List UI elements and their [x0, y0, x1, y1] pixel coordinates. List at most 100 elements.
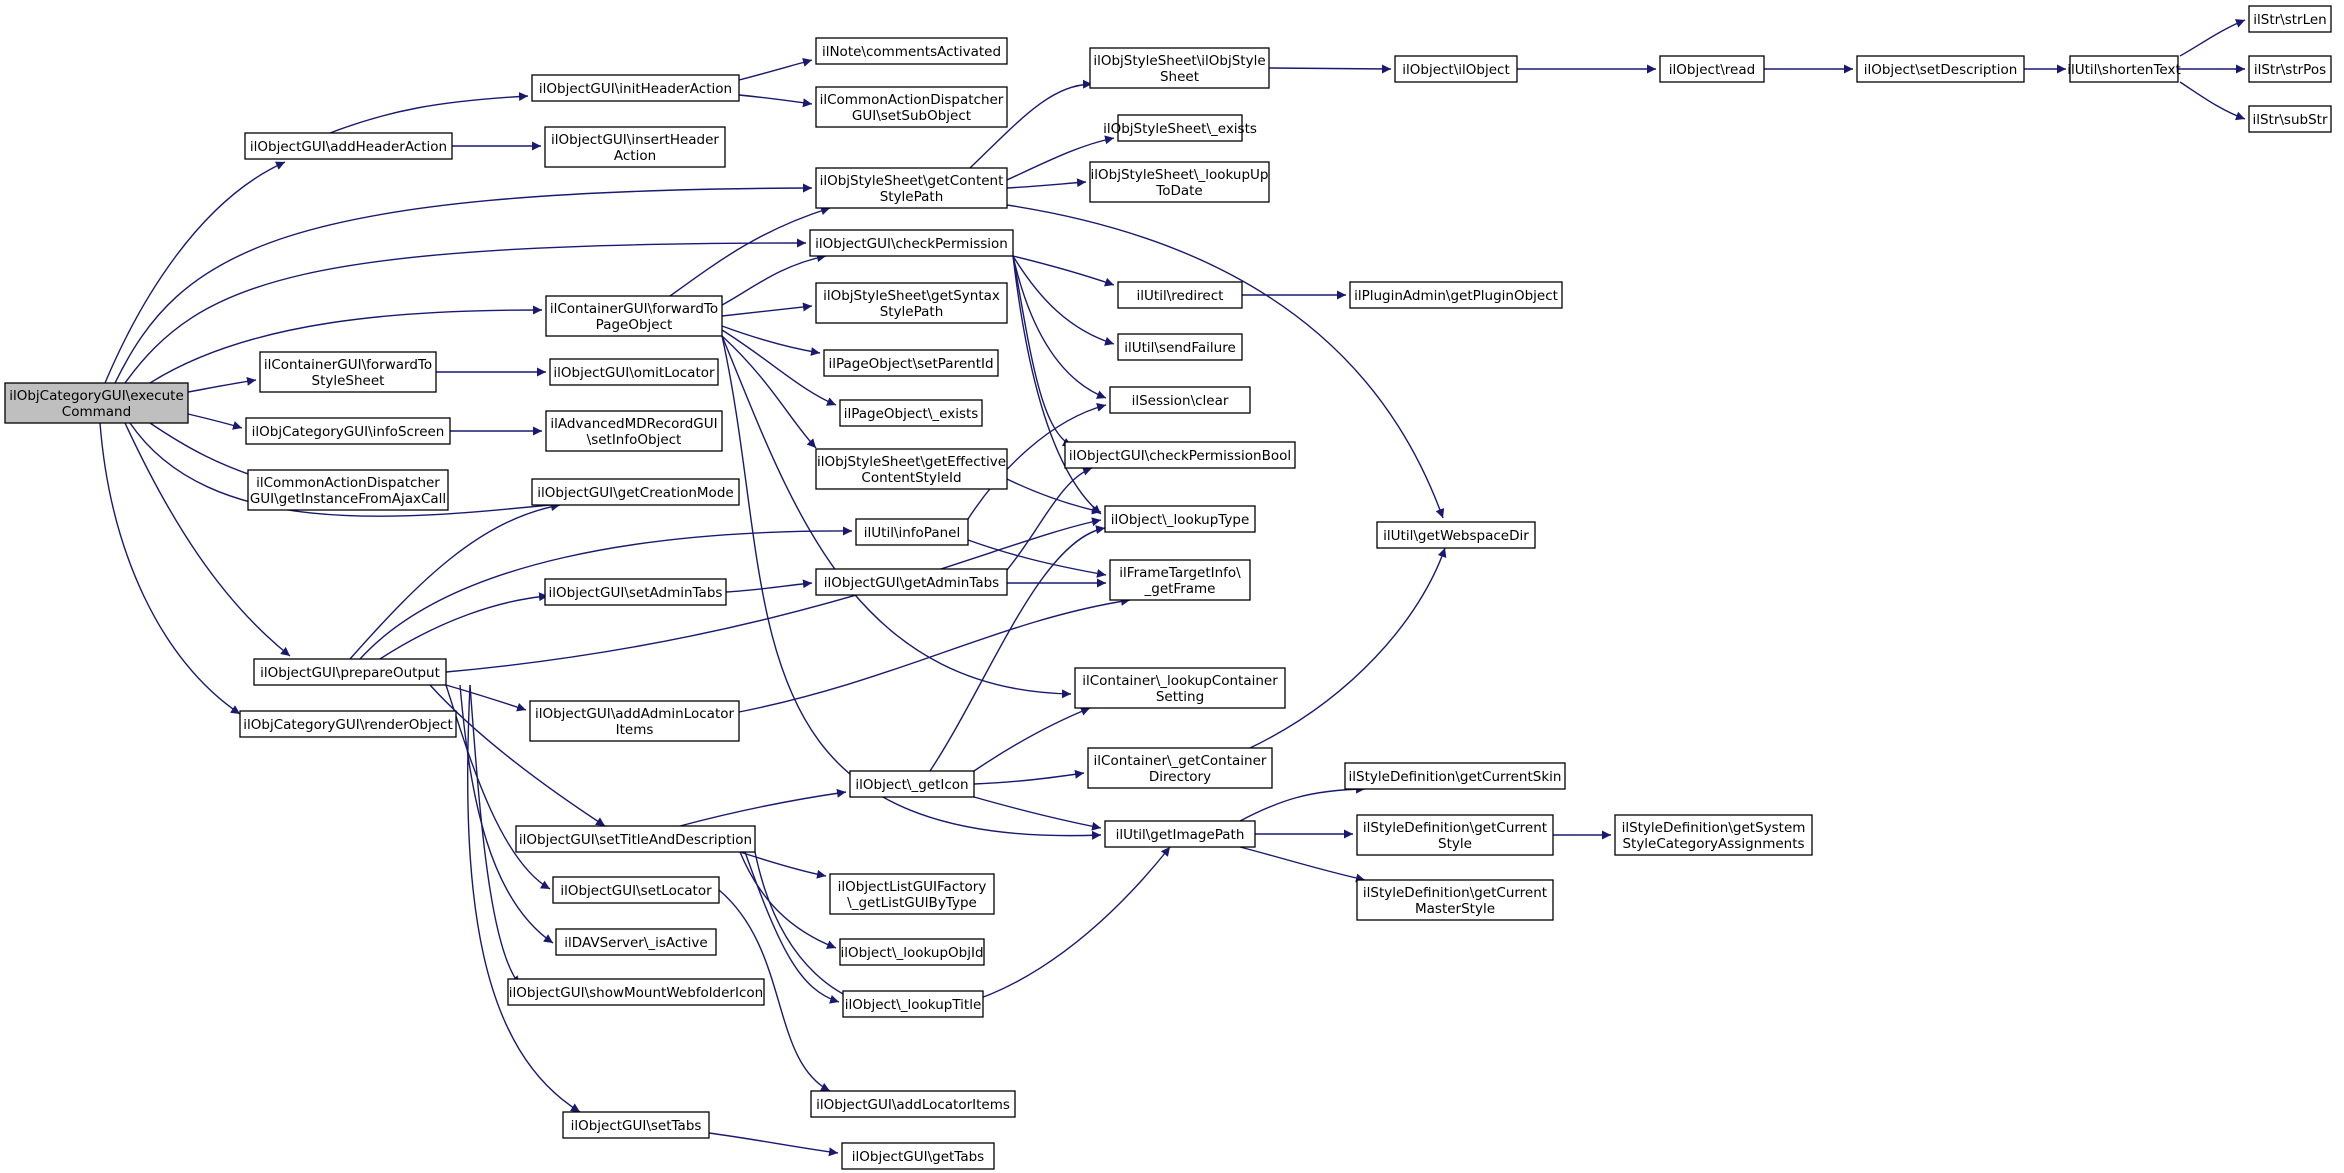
- node-box[interactable]: [1109, 559, 1251, 601]
- node-box[interactable]: [2248, 105, 2332, 133]
- node-subStr[interactable]: ilStr\subStr: [2248, 105, 2332, 133]
- node-lookupTitle[interactable]: ilObject\_lookupTitle: [842, 990, 984, 1018]
- node-box[interactable]: [1614, 814, 1813, 856]
- node-box[interactable]: [531, 74, 740, 102]
- node-box[interactable]: [815, 282, 1008, 324]
- node-getIcon[interactable]: ilObject\_getIcon: [849, 770, 975, 798]
- node-box[interactable]: [1104, 820, 1256, 848]
- node-getSystemStyleCategoryAssignments[interactable]: ilStyleDefinition\getSystemStyleCategory…: [1614, 814, 1813, 856]
- node-box[interactable]: [259, 351, 437, 393]
- node-redirect[interactable]: ilUtil\redirect: [1117, 281, 1243, 309]
- node-commentsActivated[interactable]: ilNote\commentsActivated: [815, 37, 1008, 65]
- node-box[interactable]: [549, 358, 719, 386]
- node-setTabs[interactable]: ilObjectGUI\setTabs: [562, 1111, 710, 1139]
- node-box[interactable]: [1117, 281, 1243, 309]
- node-box[interactable]: [849, 770, 975, 798]
- node-box[interactable]: [1856, 55, 2025, 83]
- node-setParentId[interactable]: ilPageObject\setParentId: [823, 349, 999, 377]
- node-box[interactable]: [544, 578, 727, 606]
- node-box[interactable]: [815, 568, 1008, 596]
- node-box[interactable]: [562, 1111, 710, 1139]
- node-box[interactable]: [1089, 161, 1270, 203]
- node-strLen[interactable]: ilStr\strLen: [2248, 5, 2332, 33]
- node-box[interactable]: [515, 825, 756, 853]
- node-getInstanceFromAjaxCall[interactable]: ilCommonActionDispatcherGUI\getInstanceF…: [247, 469, 449, 511]
- node-infoScreen[interactable]: ilObjCategoryGUI\infoScreen: [245, 417, 451, 445]
- node-box[interactable]: [507, 978, 765, 1006]
- node-box[interactable]: [1376, 521, 1536, 549]
- node-getWebspaceDir[interactable]: ilUtil\getWebspaceDir: [1376, 521, 1536, 549]
- node-box[interactable]: [2069, 55, 2179, 83]
- node-box[interactable]: [1109, 386, 1251, 414]
- node-box[interactable]: [1394, 55, 1518, 83]
- node-davIsActive[interactable]: ilDAVServer\_isActive: [555, 928, 717, 956]
- node-getFrame[interactable]: ilFrameTargetInfo\_getFrame: [1109, 559, 1251, 601]
- node-box[interactable]: [531, 478, 740, 506]
- node-box[interactable]: [841, 1142, 995, 1170]
- node-getImagePath[interactable]: ilUtil\getImagePath: [1104, 820, 1256, 848]
- node-box[interactable]: [2248, 5, 2332, 33]
- node-box[interactable]: [823, 349, 999, 377]
- node-sendFailure[interactable]: ilUtil\sendFailure: [1117, 333, 1243, 361]
- node-box[interactable]: [1344, 762, 1566, 790]
- node-box[interactable]: [552, 876, 720, 904]
- node-checkPermissionBool[interactable]: ilObjectGUI\checkPermissionBool: [1064, 441, 1296, 469]
- node-prepareOutput[interactable]: ilObjectGUI\prepareOutput: [253, 658, 447, 686]
- node-sessionClear[interactable]: ilSession\clear: [1109, 386, 1251, 414]
- node-box[interactable]: [529, 700, 740, 742]
- node-ilObjStyleSheet[interactable]: ilObjStyleSheet\ilObjStyleSheet: [1089, 47, 1270, 89]
- node-box[interactable]: [247, 469, 449, 511]
- node-box[interactable]: [544, 126, 726, 168]
- node-box[interactable]: [1356, 879, 1554, 921]
- node-setDescription[interactable]: ilObject\setDescription: [1856, 55, 2025, 83]
- node-box[interactable]: [855, 518, 969, 546]
- node-lookupType[interactable]: ilObject\_lookupType: [1104, 505, 1256, 533]
- node-shortenText[interactable]: ilUtil\shortenText: [2067, 55, 2181, 83]
- node-box[interactable]: [1074, 667, 1286, 709]
- node-box[interactable]: [815, 448, 1008, 490]
- node-getEffectiveContentStyleId[interactable]: ilObjStyleSheet\getEffectiveContentStyle…: [815, 448, 1008, 490]
- node-renderObject[interactable]: ilObjCategoryGUI\renderObject: [239, 710, 457, 738]
- node-box[interactable]: [1117, 333, 1243, 361]
- node-box[interactable]: [1349, 281, 1563, 309]
- node-box[interactable]: [1659, 55, 1765, 83]
- node-box[interactable]: [810, 1090, 1016, 1118]
- node-infoPanel[interactable]: ilUtil\infoPanel: [855, 518, 969, 546]
- node-box[interactable]: [815, 86, 1008, 128]
- node-setTitleAndDescription[interactable]: ilObjectGUI\setTitleAndDescription: [515, 825, 756, 853]
- node-box[interactable]: [244, 132, 453, 160]
- node-initHeaderAction[interactable]: ilObjectGUI\initHeaderAction: [531, 74, 740, 102]
- node-addHeaderAction[interactable]: ilObjectGUI\addHeaderAction: [244, 132, 453, 160]
- node-box[interactable]: [1117, 114, 1243, 142]
- node-getPluginObject[interactable]: ilPluginAdmin\getPluginObject: [1349, 281, 1563, 309]
- node-box[interactable]: [1089, 47, 1270, 89]
- node-box[interactable]: [1356, 814, 1554, 856]
- node-getListGUIByType[interactable]: ilObjectListGUIFactory\_getListGUIByType: [829, 873, 995, 915]
- node-box[interactable]: [839, 399, 983, 427]
- node-box[interactable]: [839, 938, 985, 966]
- node-box[interactable]: [4, 382, 189, 424]
- node-box[interactable]: [1087, 747, 1273, 789]
- node-checkPermission[interactable]: ilObjectGUI\checkPermission: [809, 229, 1014, 257]
- node-box[interactable]: [1104, 505, 1256, 533]
- node-getTabs[interactable]: ilObjectGUI\getTabs: [841, 1142, 995, 1170]
- node-getCreationMode[interactable]: ilObjectGUI\getCreationMode: [531, 478, 740, 506]
- node-getCurrentSkin[interactable]: ilStyleDefinition\getCurrentSkin: [1344, 762, 1566, 790]
- node-box[interactable]: [842, 990, 984, 1018]
- node-box[interactable]: [253, 658, 447, 686]
- node-osExists[interactable]: ilObjStyleSheet\_exists: [1103, 114, 1257, 142]
- node-box[interactable]: [545, 410, 723, 452]
- node-setAdminTabs[interactable]: ilObjectGUI\setAdminTabs: [544, 578, 727, 606]
- node-box[interactable]: [815, 167, 1008, 209]
- node-strPos[interactable]: ilStr\strPos: [2248, 55, 2332, 83]
- node-box[interactable]: [239, 710, 457, 738]
